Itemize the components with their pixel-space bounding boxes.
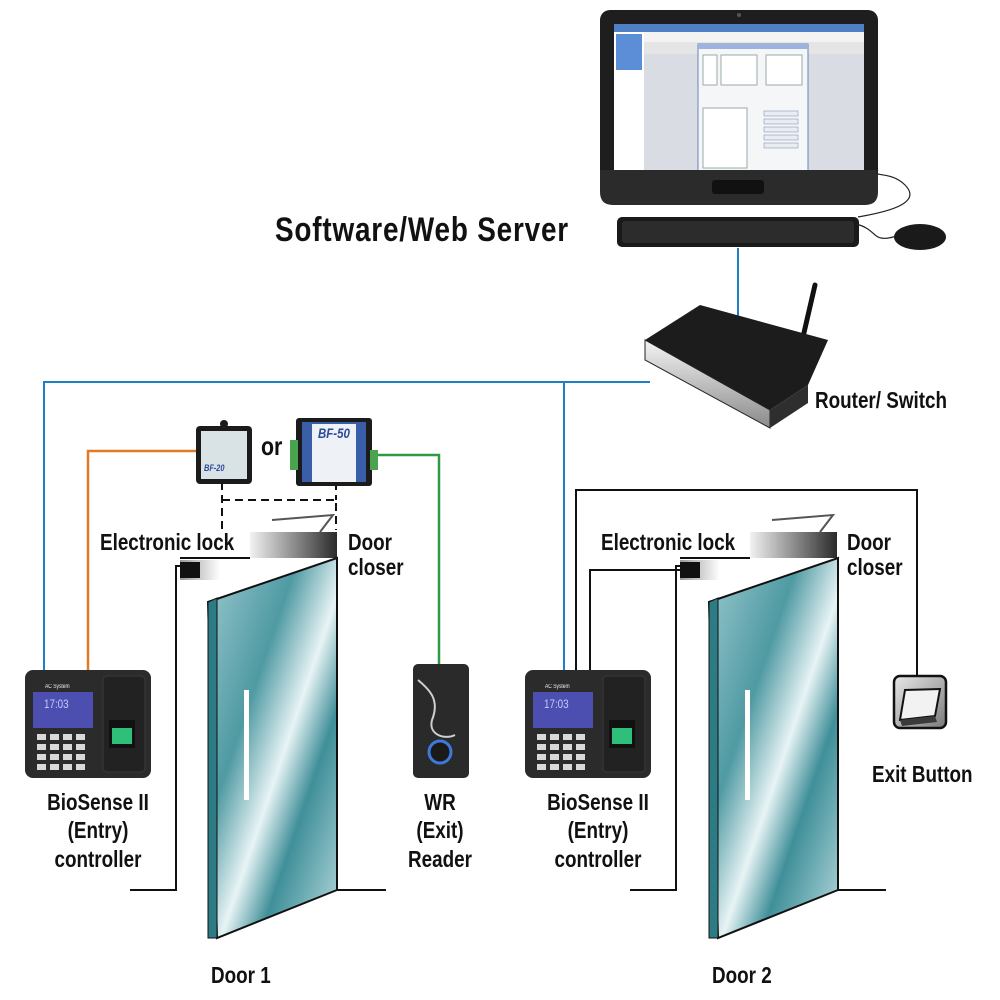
door1-frame-wires <box>130 565 386 891</box>
wr-exit-reader <box>413 664 469 778</box>
door1-closer <box>250 532 337 558</box>
exit-button-label: Exit Button <box>872 761 973 787</box>
mouse <box>894 224 946 250</box>
door2-controller-label-line3: controller <box>554 846 642 872</box>
router-label: Router/ Switch <box>815 387 948 413</box>
door1-label: Door 1 <box>211 962 271 988</box>
door1-controller-label-line3: controller <box>54 846 142 872</box>
door1-controller-label-line1: BioSense II <box>47 789 149 815</box>
computer-server <box>600 10 878 205</box>
orange-wire <box>86 449 200 672</box>
door2 <box>680 513 839 940</box>
router-switch <box>644 282 828 429</box>
server-title: Software/Web Server <box>275 211 569 249</box>
mouse-cable <box>857 169 911 218</box>
door2-controller-label-line1: BioSense II <box>547 789 649 815</box>
bf20-label: BF-20 <box>204 463 225 473</box>
door1-closer-label-line2: closer <box>348 554 404 580</box>
door1-controller-label-line2: (Entry) <box>67 817 129 843</box>
bf50-bridge <box>290 418 378 486</box>
reader-label-line1: WR <box>424 789 456 815</box>
bf50-label: BF-50 <box>318 425 350 441</box>
door2-device-brand: AC System <box>545 684 570 690</box>
exit-button <box>892 674 948 730</box>
door2-wires <box>575 489 918 891</box>
door2-label: Door 2 <box>712 962 772 988</box>
or-label: or <box>261 431 283 461</box>
door2-closer-label-line1: Door <box>847 529 892 555</box>
door2-closer <box>750 532 837 558</box>
keyboard <box>617 217 859 247</box>
door1-closer-label-line1: Door <box>348 529 393 555</box>
bf20-bridge <box>196 420 252 484</box>
door1 <box>180 513 338 940</box>
door1-device-brand: AC System <box>45 684 70 690</box>
door2-biosense-controller <box>525 670 651 778</box>
door1-biosense-controller <box>25 670 151 778</box>
green-wire <box>378 453 441 664</box>
door2-controller-label-line2: (Entry) <box>567 817 629 843</box>
door2-closer-label-line2: closer <box>847 554 903 580</box>
router-to-door1-controller-line <box>43 381 650 672</box>
door2-lock-label: Electronic lock <box>601 529 736 555</box>
door1-device-time: 17:03 <box>44 697 69 711</box>
door1-lock-label: Electronic lock <box>100 529 235 555</box>
reader-label-line2: (Exit) <box>416 817 464 843</box>
network-wiring <box>43 248 739 672</box>
keyboard-cable <box>855 223 901 239</box>
bridge-to-lock-dashed-wires <box>221 482 337 532</box>
door2-device-time: 17:03 <box>544 697 569 711</box>
reader-label-line3: Reader <box>408 846 472 872</box>
